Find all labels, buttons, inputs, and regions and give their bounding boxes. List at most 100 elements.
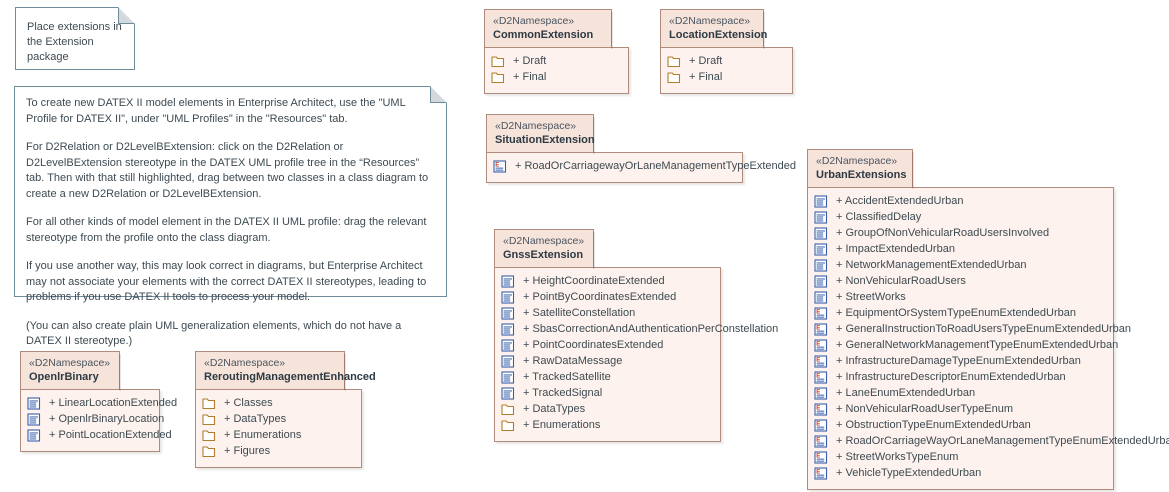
package-gnss-extension[interactable]: «D2Namespace»GnssExtension + HeightCoordi…: [494, 229, 778, 442]
class-icon: [501, 338, 515, 352]
note-text: Place extensions in the Extension packag…: [16, 8, 134, 77]
package-member-row[interactable]: + Classes: [202, 395, 355, 411]
package-member-row[interactable]: + ClassifiedDelay: [814, 209, 1107, 225]
enumeration-icon: E: [814, 338, 828, 352]
svg-text:E: E: [816, 325, 820, 331]
package-member-label: + SatelliteConstellation: [523, 307, 636, 319]
enumeration-icon: E: [814, 370, 828, 384]
enumeration-icon: E: [814, 418, 828, 432]
package-header[interactable]: «D2Namespace»UrbanExtensions: [807, 149, 914, 189]
package-member-label: + TrackedSatellite: [523, 371, 611, 383]
package-common-extension[interactable]: «D2Namespace»CommonExtension + Draft + Fin…: [484, 9, 629, 94]
package-member-row[interactable]: + OpenlrBinaryLocation: [27, 411, 164, 427]
package-header[interactable]: «D2Namespace»SituationExtension: [486, 114, 595, 154]
package-member-row[interactable]: E+ InfrastructureDescriptorEnumExtendedU…: [814, 369, 1107, 385]
package-member-row[interactable]: + PointCoordinatesExtended: [501, 337, 714, 353]
note-instructions[interactable]: To create new DATEX II model elements in…: [14, 86, 447, 347]
class-icon: [814, 242, 828, 256]
package-member-list: E+ RoadOrCarriagewayOrLaneManagementType…: [486, 152, 796, 183]
package-member-row[interactable]: + Final: [667, 69, 786, 85]
note-paragraph-1: To create new DATEX II model elements in…: [26, 97, 406, 125]
svg-text:E: E: [816, 373, 820, 379]
package-member-row[interactable]: + LinearLocationExtended: [27, 395, 177, 411]
package-member-row[interactable]: + PointByCoordinatesExtended: [501, 289, 714, 305]
package-member-row[interactable]: + TrackedSignal: [501, 385, 714, 401]
package-member-row[interactable]: + Final: [491, 69, 622, 85]
class-icon: [814, 210, 828, 224]
package-location-extension[interactable]: «D2Namespace»LocationExtension+ Draft+ F…: [660, 9, 793, 94]
package-member-row[interactable]: + AccidentExtendedUrban: [814, 193, 1107, 209]
package-member-list: + Draft + Final: [484, 47, 629, 94]
package-member-row[interactable]: + StreetWorks: [814, 289, 1107, 305]
package-member-label: + TrackedSignal: [523, 387, 603, 399]
package-member-row[interactable]: E+ LaneEnumExtendedUrban: [814, 385, 1107, 401]
package-member-row[interactable]: + TrackedSatellite: [501, 369, 714, 385]
package-member-label: + NonVehicularRoadUsers: [836, 275, 966, 287]
package-member-row[interactable]: + PointLocationExtended: [27, 427, 172, 443]
package-member-row[interactable]: + NetworkManagementExtendedUrban: [814, 257, 1107, 273]
package-member-row[interactable]: + Draft: [491, 53, 622, 69]
package-header[interactable]: «D2Namespace»OpenlrBinary: [20, 351, 121, 391]
enumeration-icon: E: [814, 386, 828, 400]
package-header[interactable]: «D2Namespace»CommonExtension: [484, 9, 613, 49]
package-member-row[interactable]: + SbasCorrectionAndAuthenticationPerCons…: [501, 321, 778, 337]
folder-icon: [491, 55, 505, 67]
enumeration-icon: E: [493, 159, 507, 173]
package-rerouting-management-enhanced[interactable]: «D2Namespace»ReroutingManagementEnhanced…: [195, 351, 376, 468]
package-member-row[interactable]: + HeightCoordinateExtended: [501, 273, 714, 289]
package-member-label: + InfrastructureDamageTypeEnumExtendedUr…: [836, 355, 1081, 367]
note-paragraph: Place extensions in the Extension packag…: [27, 21, 122, 63]
package-member-row[interactable]: E+ RoadOrCarriagewayOrLaneManagementType…: [493, 158, 796, 174]
package-member-label: + Final: [513, 71, 547, 83]
package-member-row[interactable]: + NonVehicularRoadUsers: [814, 273, 1107, 289]
class-icon: [501, 370, 515, 384]
enumeration-icon: E: [814, 322, 828, 336]
package-member-row[interactable]: E+ EquipmentOrSystemTypeEnumExtendedUrba…: [814, 305, 1107, 321]
package-member-row[interactable]: + SatelliteConstellation: [501, 305, 714, 321]
package-member-label: + Enumerations: [523, 419, 601, 431]
package-member-row[interactable]: + ImpactExtendedUrban: [814, 241, 1107, 257]
package-member-row[interactable]: + DataTypes: [202, 411, 355, 427]
package-member-row[interactable]: E+ GeneralNetworkManagementTypeEnumExten…: [814, 337, 1118, 353]
package-member-row[interactable]: E+ InfrastructureDamageTypeEnumExtendedU…: [814, 353, 1107, 369]
package-member-label: + StreetWorks: [836, 291, 906, 303]
package-member-row[interactable]: + Enumerations: [501, 417, 714, 433]
package-header[interactable]: «D2Namespace»GnssExtension: [494, 229, 595, 269]
note-place-extensions[interactable]: Place extensions in the Extension packag…: [15, 7, 135, 70]
package-title: ReroutingManagementEnhanced: [204, 371, 376, 383]
package-member-row[interactable]: E+ NonVehicularRoadUserTypeEnum: [814, 401, 1107, 417]
svg-text:E: E: [816, 389, 820, 395]
package-member-row[interactable]: E+ StreetWorksTypeEnum: [814, 449, 1107, 465]
package-member-row[interactable]: + RawDataMessage: [501, 353, 714, 369]
package-member-label: + Classes: [224, 397, 273, 409]
package-header[interactable]: «D2Namespace»LocationExtension: [660, 9, 767, 49]
package-member-list: + Draft+ Final: [660, 47, 793, 94]
package-member-row[interactable]: E+ VehicleTypeExtendedUrban: [814, 465, 1107, 481]
package-member-row[interactable]: + Enumerations: [202, 427, 355, 443]
package-member-label: + HeightCoordinateExtended: [523, 275, 665, 287]
class-icon: [501, 322, 515, 336]
package-member-row[interactable]: E + GeneralInstructionToRoadUsersTypeEnum…: [814, 321, 1131, 337]
package-member-row[interactable]: E+ RoadOrCarriageWayOrLaneManagementType…: [814, 433, 1169, 449]
enumeration-icon: E: [814, 466, 828, 480]
package-situation-extension[interactable]: «D2Namespace»SituationExtension E+ RoadOr…: [486, 114, 796, 183]
package-urban-extensions[interactable]: «D2Namespace»UrbanExtensions + AccidentEx…: [807, 149, 1169, 490]
package-openlr-binary[interactable]: «D2Namespace»OpenlrBinary + LinearLocatio…: [20, 351, 177, 452]
package-stereotype: «D2Namespace»: [495, 120, 577, 132]
package-member-row[interactable]: + GroupOfNonVehicularRoadUsersInvolved: [814, 225, 1107, 241]
package-member-row[interactable]: + Draft: [667, 53, 786, 69]
package-member-row[interactable]: + DataTypes: [501, 401, 714, 417]
package-member-label: + PointLocationExtended: [49, 429, 172, 441]
package-title: CommonExtension: [493, 29, 594, 41]
package-member-label: + Draft: [513, 55, 547, 67]
package-member-row[interactable]: E+ ObstructionTypeEnumExtendedUrban: [814, 417, 1107, 433]
package-member-label: + GeneralInstructionToRoadUsersTypeEnumE…: [836, 323, 1132, 335]
class-icon: [27, 428, 41, 442]
package-header[interactable]: «D2Namespace»ReroutingManagementEnhanced: [195, 351, 376, 391]
package-member-label: + OpenlrBinaryLocation: [49, 413, 165, 425]
package-member-row[interactable]: + Figures: [202, 443, 355, 459]
package-stereotype: «D2Namespace»: [816, 155, 898, 167]
folder-icon: [667, 55, 681, 67]
svg-text:E: E: [816, 309, 820, 315]
enumeration-icon: E: [814, 450, 828, 464]
